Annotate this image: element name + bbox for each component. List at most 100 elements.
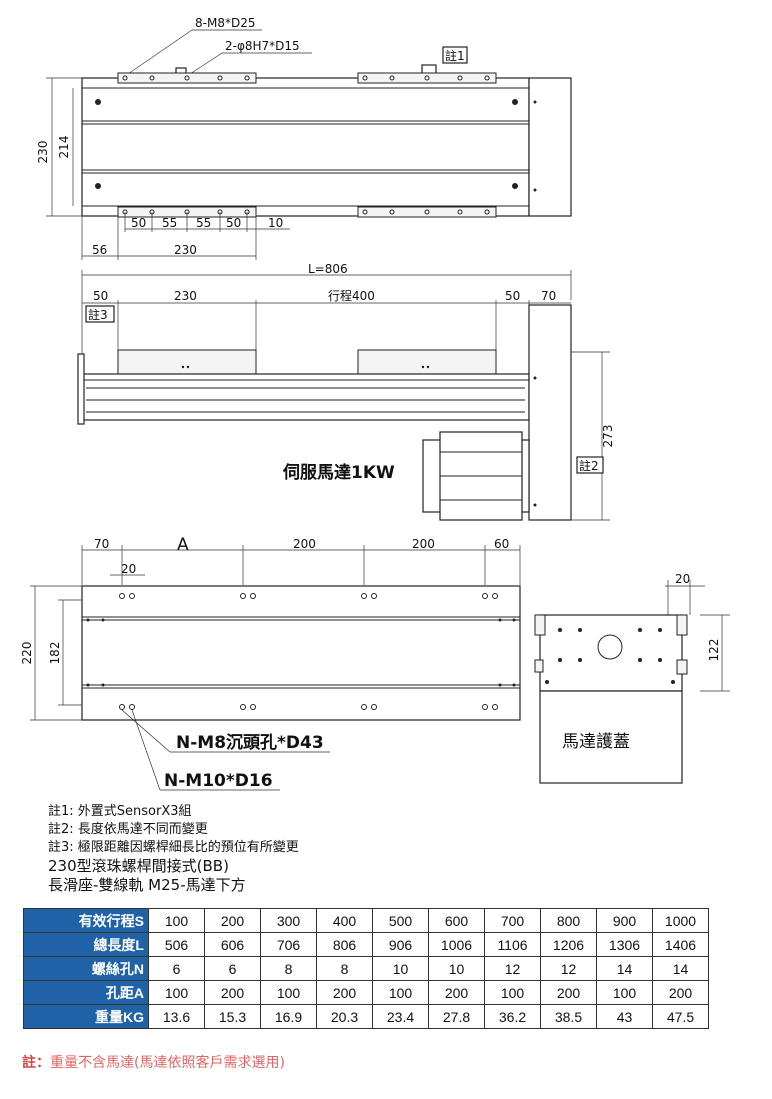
- base-seg-60: 60: [494, 537, 509, 551]
- spec-cell: 1306: [596, 932, 653, 957]
- side-length-total: L=806: [308, 262, 348, 276]
- spec-cell: 8: [316, 956, 373, 981]
- spec-cell: 13.6: [148, 1004, 205, 1029]
- spec-cell: 100: [372, 980, 429, 1005]
- top-height-outer: 230: [36, 141, 50, 164]
- spec-cell: 200: [652, 980, 709, 1005]
- spec-cell: 1000: [652, 908, 709, 933]
- spec-cell: 6: [148, 956, 205, 981]
- side-seg-50-right: 50: [505, 289, 520, 303]
- spec-row-header: 螺絲孔N: [23, 956, 149, 981]
- footnote: 註：重量不含馬達(馬達依照客戶需求選用): [22, 1052, 285, 1072]
- footnote-text: 重量不含馬達(馬達依照客戶需求選用): [50, 1055, 285, 1071]
- note-2: 註2: 長度依馬達不同而變更: [48, 822, 208, 837]
- base-view: 70 A 200 200 60 20: [20, 535, 521, 791]
- base-label-m10: N-M10*D16: [164, 771, 273, 791]
- base-height-182: 182: [48, 642, 62, 665]
- top-offset-56: 56: [92, 243, 107, 257]
- spec-cell: 12: [540, 956, 597, 981]
- model-line-1: 230型滾珠螺桿間接式(BB): [48, 857, 229, 875]
- spec-cell: 100: [148, 908, 205, 933]
- model-line-2: 長滑座-雙線軌 M25-馬達下方: [48, 876, 246, 894]
- spec-cell: 300: [260, 908, 317, 933]
- end-view: 20 122 馬達護蓋: [534, 572, 730, 784]
- spec-cell: 10: [428, 956, 485, 981]
- spec-cell: 1006: [428, 932, 485, 957]
- top-pitch-55a: 55: [162, 216, 177, 230]
- spec-cell: 400: [316, 908, 373, 933]
- spec-cell: 1106: [484, 932, 541, 957]
- spec-cell: 27.8: [428, 1004, 485, 1029]
- base-seg-200b: 200: [412, 537, 435, 551]
- spec-cell: 100: [484, 980, 541, 1005]
- top-label-m8: 8-M8*D25: [195, 16, 255, 30]
- spec-cell: 200: [204, 980, 261, 1005]
- spec-cell: 6: [204, 956, 261, 981]
- side-view: L=806 50 230 行程400 50 70 註3 伺服馬達1KW: [77, 262, 615, 521]
- side-motor-label: 伺服馬達1KW: [282, 462, 395, 483]
- note-3: 註3: 極限距離因螺桿細長比的預位有所變更: [48, 840, 299, 855]
- base-seg-a: A: [177, 535, 189, 555]
- spec-cell: 500: [372, 908, 429, 933]
- side-seg-70: 70: [541, 289, 556, 303]
- side-seg-230: 230: [174, 289, 197, 303]
- spec-cell: 23.4: [372, 1004, 429, 1029]
- spec-cell: 600: [428, 908, 485, 933]
- base-label-m8-counterbore: N-M8沉頭孔*D43: [176, 732, 324, 753]
- base-seg-200a: 200: [293, 537, 316, 551]
- top-pitch-50b: 50: [226, 216, 241, 230]
- side-seg-50-left: 50: [93, 289, 108, 303]
- spec-cell: 200: [204, 908, 261, 933]
- top-pitch-10: 10: [268, 216, 283, 230]
- spec-cell: 36.2: [484, 1004, 541, 1029]
- side-note2-tag: 註2: [579, 459, 599, 473]
- spec-cell: 506: [148, 932, 205, 957]
- spec-cell: 1206: [540, 932, 597, 957]
- top-height-inner: 214: [57, 136, 71, 159]
- top-pitch-55b: 55: [196, 216, 211, 230]
- spec-cell: 200: [428, 980, 485, 1005]
- spec-cell: 606: [204, 932, 261, 957]
- spec-row-header: 總長度L: [23, 932, 149, 957]
- spec-cell: 1406: [652, 932, 709, 957]
- top-note1-tag: 註1: [445, 49, 465, 63]
- side-height-273: 273: [601, 425, 615, 448]
- end-cover-label: 馬達護蓋: [562, 732, 630, 752]
- base-seg-70: 70: [94, 537, 109, 551]
- end-height-122: 122: [707, 639, 721, 662]
- spec-cell: 900: [596, 908, 653, 933]
- spec-cell: 38.5: [540, 1004, 597, 1029]
- spec-cell: 20.3: [316, 1004, 373, 1029]
- spec-cell: 200: [316, 980, 373, 1005]
- spec-cell: 14: [652, 956, 709, 981]
- spec-cell: 100: [260, 980, 317, 1005]
- spec-row-header: 孔距A: [23, 980, 149, 1005]
- end-seg-20: 20: [675, 572, 690, 586]
- spec-cell: 15.3: [204, 1004, 261, 1029]
- spec-cell: 10: [372, 956, 429, 981]
- spec-cell: 700: [484, 908, 541, 933]
- top-width-230: 230: [174, 243, 197, 257]
- side-note3-tag: 註3: [88, 308, 108, 322]
- spec-cell: 800: [540, 908, 597, 933]
- spec-row-header: 重量KG: [23, 1004, 149, 1029]
- spec-cell: 100: [148, 980, 205, 1005]
- top-label-pin: 2-φ8H7*D15: [225, 39, 300, 53]
- top-pitch-50a: 50: [131, 216, 146, 230]
- note-1: 註1: 外置式SensorX3組: [48, 804, 192, 819]
- footnote-prefix: 註：: [22, 1055, 50, 1071]
- spec-cell: 8: [260, 956, 317, 981]
- base-height-220: 220: [20, 642, 34, 665]
- technical-drawing: 8-M8*D25 2-φ8H7*D15 註1: [20, 16, 730, 791]
- side-stroke-label: 行程400: [328, 288, 375, 303]
- notes-block: 註1: 外置式SensorX3組 註2: 長度依馬達不同而變更 註3: 極限距離…: [48, 803, 748, 895]
- spec-cell: 906: [372, 932, 429, 957]
- top-view: 8-M8*D25 2-φ8H7*D15 註1: [36, 16, 572, 260]
- spec-cell: 14: [596, 956, 653, 981]
- spec-cell: 706: [260, 932, 317, 957]
